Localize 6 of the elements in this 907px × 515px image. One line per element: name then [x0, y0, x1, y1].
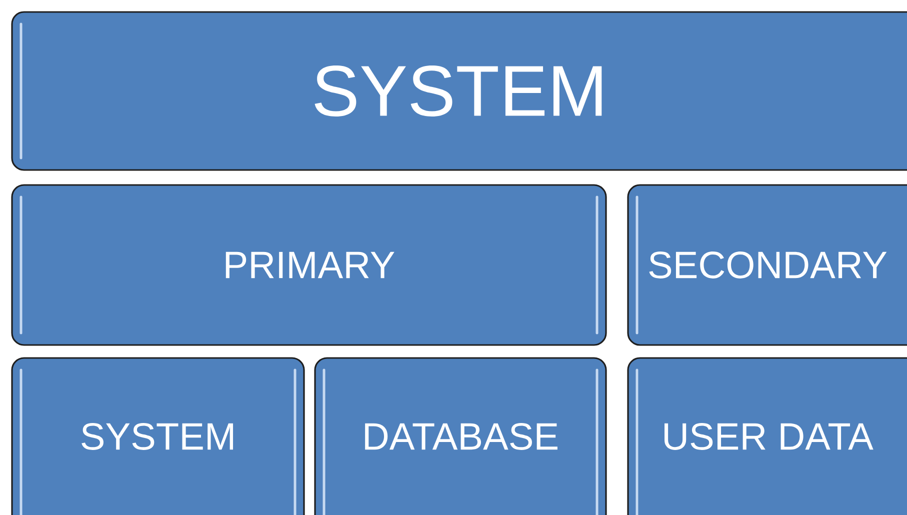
block-box: SYSTEM — [11, 357, 305, 515]
block-box: PRIMARY — [11, 184, 607, 346]
block-box: USER DATA — [627, 357, 907, 515]
block-box: DATABASE — [314, 357, 607, 515]
block-box: SECONDARY — [627, 184, 907, 346]
block-box: SYSTEM — [11, 11, 907, 171]
